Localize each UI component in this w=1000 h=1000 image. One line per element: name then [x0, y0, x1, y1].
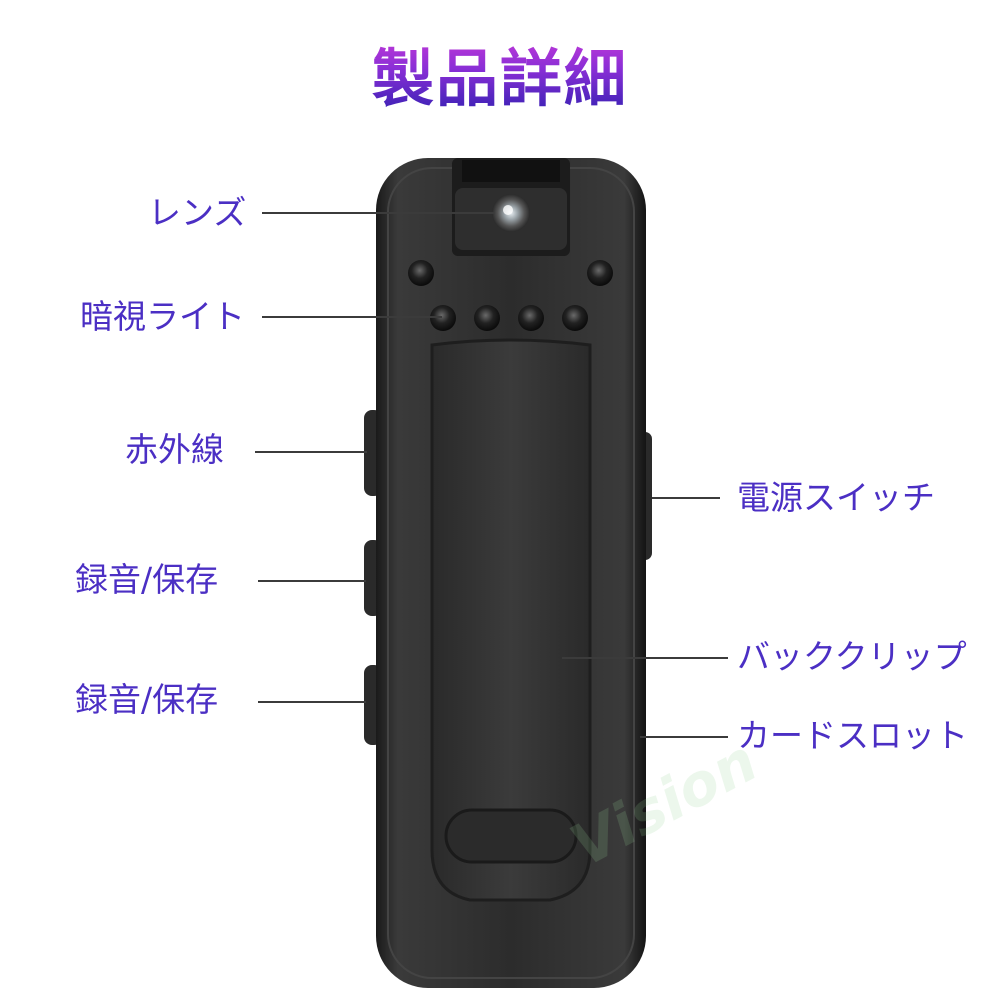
label-infrared: 赤外線: [125, 430, 224, 469]
label-record-save-2: 録音/保存: [75, 680, 219, 719]
page-title: 製品詳細: [0, 28, 1000, 118]
callout-line-record-save-1: [258, 580, 366, 582]
callout-line-lens: [262, 212, 494, 214]
callout-line-power-switch: [652, 497, 720, 499]
night-vision-leds: [408, 260, 613, 331]
callout-line-card-slot: [640, 736, 728, 738]
callout-line-back-clip: [562, 657, 728, 659]
label-lens: レンズ: [148, 193, 247, 232]
label-back-clip: バッククリップ: [737, 637, 967, 676]
label-record-save-1: 録音/保存: [75, 560, 219, 599]
label-card-slot: カードスロット: [737, 716, 968, 755]
label-night-light: 暗視ライト: [80, 297, 245, 336]
callout-line-night-light: [262, 316, 442, 318]
callout-line-infrared: [255, 451, 367, 453]
label-power-switch: 電源スイッチ: [737, 478, 935, 517]
callout-line-record-save-2: [258, 701, 366, 703]
back-clip: [430, 338, 592, 902]
